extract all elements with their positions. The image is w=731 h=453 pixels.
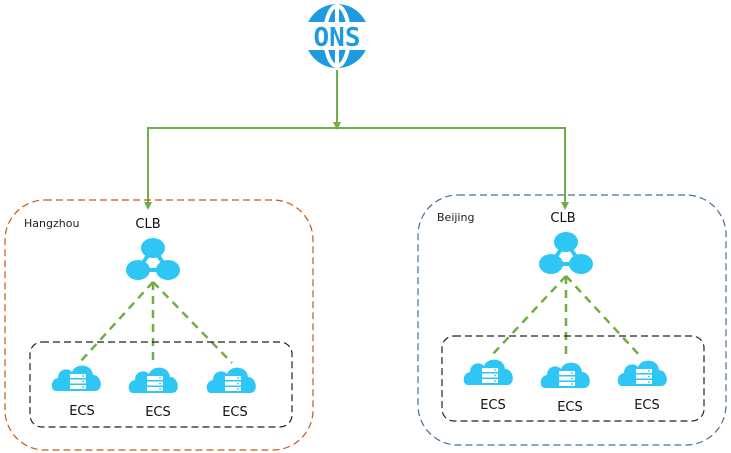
ons-connectors: [144, 70, 569, 210]
ecs-label: ECS: [634, 398, 660, 413]
cloud-server-icon: [540, 362, 590, 388]
ons-globe-icon: ONS: [300, 4, 374, 68]
ecs-label: ECS: [69, 404, 95, 419]
region-name: Beijing: [437, 211, 474, 224]
ons-label: ONS: [314, 23, 361, 53]
ecs-label: ECS: [145, 405, 171, 420]
ecs-label: ECS: [222, 405, 248, 420]
clb-ecs-link: [491, 275, 567, 356]
region-name: Hangzhou: [24, 217, 79, 230]
hangzhou-border: [4, 199, 314, 451]
cloud-server-icon: [206, 367, 256, 393]
clb-ecs-link: [152, 281, 233, 364]
clb-label: CLB: [550, 211, 575, 226]
ecs-group-border: [441, 335, 705, 422]
clb-icon: [124, 236, 182, 282]
clb-ecs-link: [79, 281, 154, 363]
cloud-server-icon: [617, 360, 667, 386]
ecs-group-border: [29, 341, 293, 428]
region-hangzhou: Hangzhou CLB ECS ECS ECS: [4, 199, 314, 451]
ecs-label: ECS: [557, 400, 583, 415]
ons-node: ONS: [300, 4, 374, 68]
ecs-label: ECS: [480, 398, 506, 413]
clb-icon: [537, 230, 595, 276]
cloud-server-icon: [128, 367, 178, 393]
clb-ecs-link: [565, 275, 643, 359]
beijing-border: [417, 194, 727, 446]
cloud-server-icon: [463, 359, 513, 385]
region-beijing: Beijing CLB ECS ECS ECS: [417, 194, 727, 446]
clb-label: CLB: [135, 217, 160, 232]
split-line: [147, 127, 566, 200]
cloud-server-icon: [51, 365, 101, 391]
